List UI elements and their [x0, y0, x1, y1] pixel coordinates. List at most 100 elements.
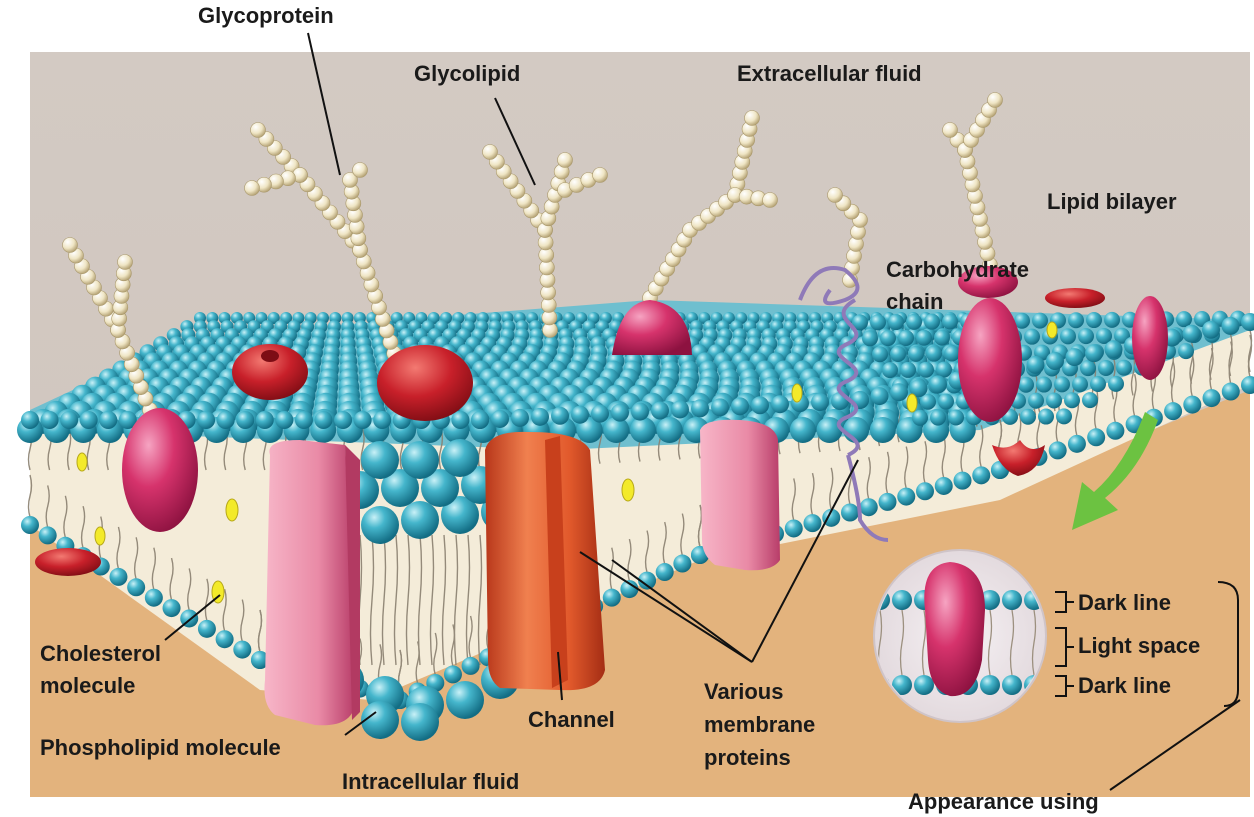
- phospholipid-head: [491, 410, 509, 428]
- phospholipid-head: [656, 563, 674, 581]
- phospholipid-head: [1108, 376, 1124, 392]
- integral-protein-pink-left: [122, 408, 198, 532]
- label-cholesterol-line1: Cholesterol: [40, 638, 161, 669]
- label-dark-line-bottom: Dark line: [1078, 670, 1171, 701]
- phospholipid-head: [870, 417, 896, 443]
- phospholipid-head: [926, 346, 942, 362]
- phospholipid-head: [275, 411, 293, 429]
- phospholipid-head: [109, 568, 127, 586]
- phospholipid-head: [879, 493, 897, 511]
- phospholipid-head: [354, 411, 372, 429]
- integral-protein-pink-right: [958, 298, 1022, 422]
- label-dark-line-top: Dark line: [1078, 587, 1171, 618]
- label-phospholipid-molecule: Phospholipid molecule: [40, 732, 281, 763]
- phospholipid-head: [1002, 590, 1022, 610]
- phospholipid-head: [890, 346, 906, 362]
- phospholipid-head: [451, 411, 469, 429]
- label-membrane-proteins-line3: proteins: [704, 742, 791, 773]
- label-intracellular-fluid: Intracellular fluid: [342, 766, 519, 797]
- phospholipid-head: [936, 362, 952, 378]
- phospholipid-head: [198, 620, 216, 638]
- phospholipid-head: [1032, 313, 1048, 329]
- phospholipid-head: [930, 410, 946, 426]
- phospholipid-head: [1106, 422, 1124, 440]
- cholesterol-molecule: [77, 453, 87, 471]
- phospholipid-head: [1098, 360, 1114, 376]
- phospholipid-head: [872, 346, 888, 362]
- channel-protein: [485, 432, 605, 690]
- phospholipid-head: [1078, 328, 1094, 344]
- phospholipid-head: [401, 501, 439, 539]
- phospholipid-head: [551, 407, 569, 425]
- phospholipid-head: [1024, 329, 1040, 345]
- phospholipid-head: [462, 657, 480, 675]
- phospholipid-head: [441, 439, 479, 477]
- phospholipid-head: [790, 417, 816, 443]
- phospholipid-head: [41, 411, 59, 429]
- phospholipid-head: [897, 488, 915, 506]
- phospholipid-head: [1183, 396, 1201, 414]
- phospholipid-head: [1064, 392, 1080, 408]
- label-membrane-proteins-line1: Various: [704, 676, 783, 707]
- phospholipid-head: [862, 330, 878, 346]
- phospholipid-head: [841, 504, 859, 522]
- phospholipid-head: [361, 441, 399, 479]
- cholesterol-molecule: [95, 527, 105, 545]
- phospholipid-head: [21, 411, 39, 429]
- phospholipid-head: [1060, 328, 1076, 344]
- phospholipid-head: [1068, 312, 1084, 328]
- phospholipid-head: [938, 394, 954, 410]
- phospholipid-head: [471, 411, 489, 429]
- phospholipid-head: [163, 599, 181, 617]
- phospholipid-head: [631, 403, 649, 421]
- phospholipid-head: [1049, 441, 1067, 459]
- phospholipid-head: [804, 514, 822, 532]
- cholesterol-molecule: [792, 384, 802, 402]
- phospholipid-head: [916, 482, 934, 500]
- phospholipid-head: [39, 526, 57, 544]
- phospholipid-head: [916, 330, 932, 346]
- label-glycolipid: Glycolipid: [414, 58, 520, 89]
- phospholipid-head: [233, 641, 251, 659]
- phospholipid-head: [751, 396, 769, 414]
- phospholipid-head: [1203, 389, 1221, 407]
- phospholipid-head: [980, 675, 1000, 695]
- phospholipid-head: [912, 410, 928, 426]
- phospholipid-head: [657, 417, 683, 443]
- cholesterol-molecule: [907, 394, 917, 412]
- label-lipid-bilayer: Lipid bilayer: [1047, 186, 1177, 217]
- phospholipid-head: [80, 411, 98, 429]
- phospholipid-head: [1116, 360, 1132, 376]
- label-appearance-using: Appearance using: [908, 786, 1099, 817]
- phospholipid-head: [571, 406, 589, 424]
- phospholipid-head: [890, 383, 908, 401]
- phospholipid-head: [1222, 383, 1240, 401]
- phospholipid-head: [197, 411, 215, 429]
- phospholipid-head: [944, 345, 960, 361]
- cholesterol-molecule: [622, 479, 634, 501]
- phospholipid-head: [1105, 340, 1123, 358]
- phospholipid-head: [1054, 376, 1070, 392]
- phospholipid-head: [929, 375, 947, 393]
- phospholipid-head: [314, 411, 332, 429]
- phospholipid-head: [691, 399, 709, 417]
- phospholipid-head: [1046, 392, 1062, 408]
- phospholipid-head: [771, 395, 789, 413]
- phospholipid-head: [1090, 376, 1106, 392]
- phospholipid-head: [236, 411, 254, 429]
- label-membrane-proteins-line2: membrane: [704, 709, 815, 740]
- phospholipid-head: [60, 411, 78, 429]
- integral-protein-pink-far: [1132, 296, 1168, 380]
- phospholipid-head: [935, 477, 953, 495]
- phospholipid-head: [1085, 344, 1103, 362]
- pink-transmembrane-protein: [264, 440, 355, 725]
- phospholipid-head: [811, 393, 829, 411]
- surface-protein-red-center: [377, 345, 473, 421]
- phospholipid-head: [531, 408, 549, 426]
- phospholipid-head: [216, 630, 234, 648]
- phospholipid-head: [673, 555, 691, 573]
- phospholipid-head: [882, 362, 898, 378]
- phospholipid-head: [1036, 377, 1052, 393]
- phospholipid-head: [401, 441, 439, 479]
